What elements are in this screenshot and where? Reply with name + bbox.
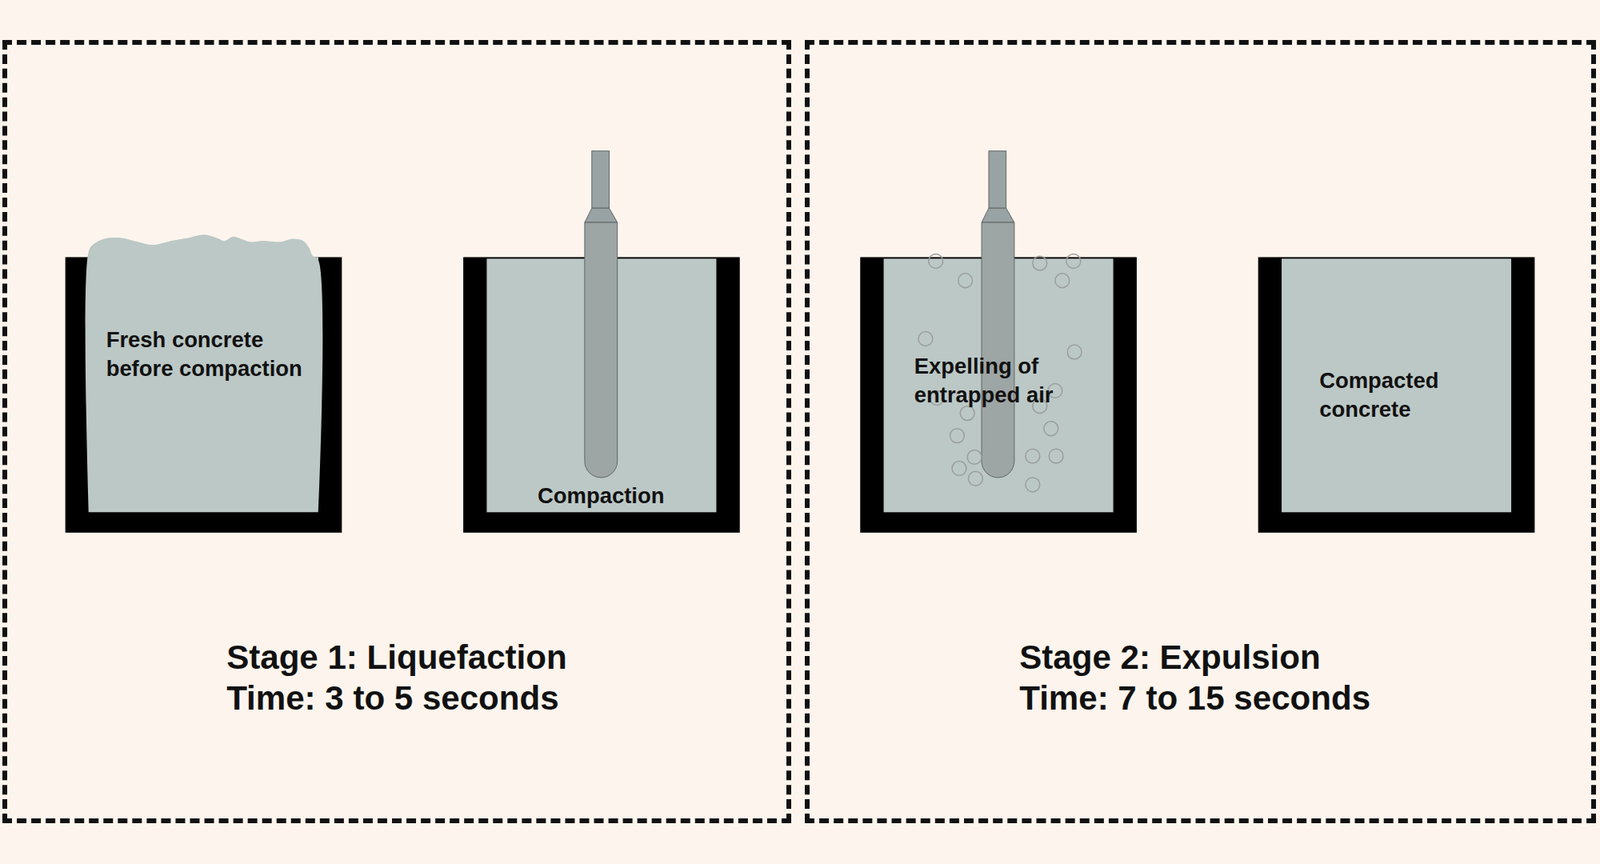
container-label: Expelling of entrapped air (914, 352, 1111, 409)
air-bubble (952, 461, 967, 476)
stage-time: Time: 7 to 15 seconds (1019, 677, 1550, 719)
concrete-container: Fresh concrete before compaction (65, 256, 343, 532)
container-wall (1258, 256, 1536, 532)
air-bubble (1025, 448, 1040, 464)
air-bubble (960, 406, 975, 421)
stage-time: Time: 3 to 5 seconds (226, 677, 757, 719)
vibrator-handle (592, 151, 610, 208)
concrete-container: Expelling of entrapped air (860, 256, 1137, 532)
air-bubble (1025, 477, 1040, 492)
air-bubble (958, 273, 973, 288)
fresh-concrete-fill (88, 256, 319, 260)
stage-heading: Stage 1: Liquefaction (226, 636, 757, 678)
vibrator-shaft (981, 222, 1015, 478)
air-bubble (1032, 256, 1048, 271)
air-bubble (1048, 448, 1064, 464)
air-bubble (968, 471, 983, 486)
poker-vibrator (981, 151, 1015, 478)
air-bubble (1044, 421, 1059, 436)
stage-heading: Stage 2: Expulsion (1019, 636, 1550, 678)
poker-vibrator (584, 151, 618, 478)
vibrator-cone (584, 208, 618, 223)
stage-panel: Expelling of entrapped air Compacted conc… (804, 40, 1596, 824)
air-bubble (1067, 344, 1082, 360)
air-bubble (967, 450, 982, 465)
air-bubble (1055, 273, 1070, 288)
container-label: Fresh concrete before compaction (106, 325, 317, 383)
vibrator-handle (988, 151, 1007, 208)
concrete-container: Compaction (463, 256, 740, 532)
vibrator-cone (981, 208, 1015, 223)
container-label: Compaction (499, 481, 704, 511)
fresh-concrete (85, 234, 324, 512)
concrete-fill (1281, 258, 1512, 512)
concrete-container: Compacted concrete (1258, 256, 1536, 532)
air-bubble (950, 428, 965, 444)
vibrator-shaft (584, 222, 618, 478)
air-bubble (1066, 254, 1081, 269)
container-label: Compacted concrete (1319, 366, 1508, 424)
stage-panel: Fresh concrete before compactionCompacti… (2, 40, 792, 824)
air-bubble (928, 254, 944, 269)
air-bubble (918, 332, 933, 347)
